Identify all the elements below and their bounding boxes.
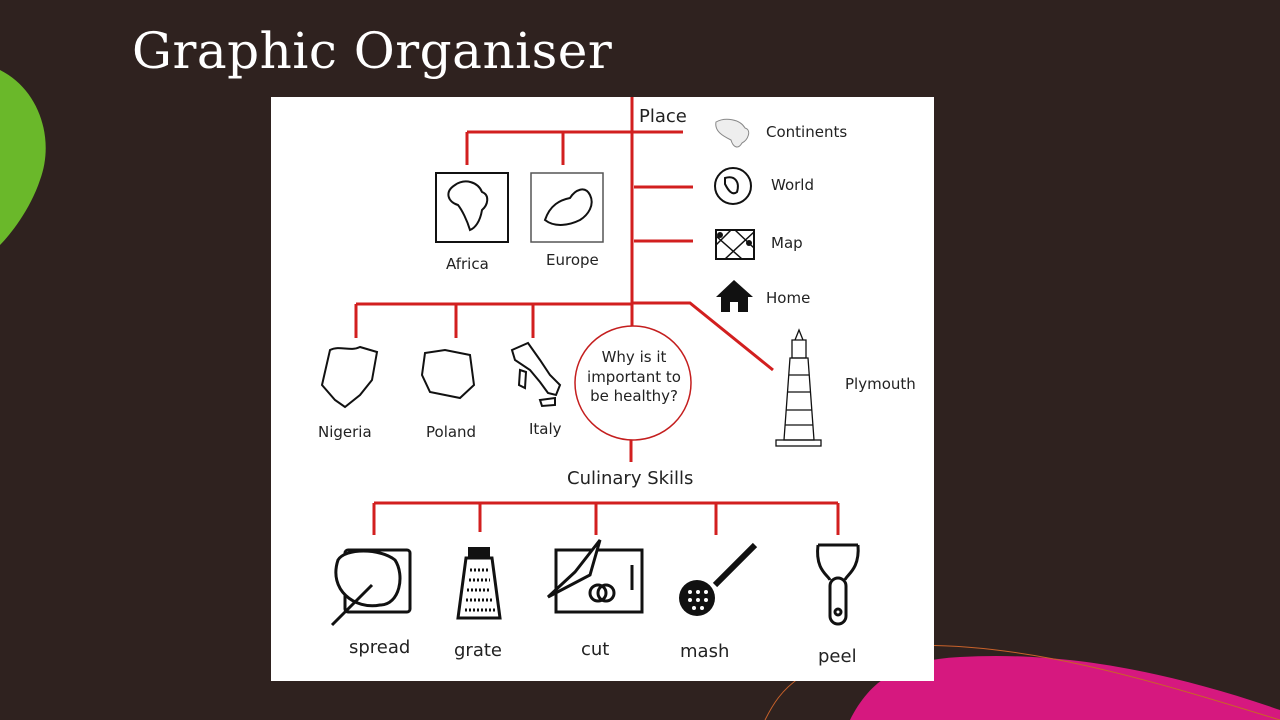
central-question-line-3: be healthy? [590, 387, 678, 405]
orange-arc [764, 644, 1280, 720]
europe-outline-icon [543, 188, 593, 226]
spread-icon [330, 548, 412, 627]
skill-label-mash: mash [680, 641, 729, 662]
masher-icon [679, 542, 758, 616]
place-heading: Place [639, 106, 687, 127]
peeler-icon [816, 543, 860, 626]
country-label-italy: Italy [529, 420, 562, 438]
europe-map-icon [530, 172, 604, 243]
map-icon [715, 229, 755, 260]
grater-icon [456, 547, 502, 620]
connector-lines [354, 97, 840, 535]
country-label-poland: Poland [426, 423, 476, 441]
culinary-heading: Culinary Skills [567, 468, 693, 489]
nigeria-outline-icon [320, 345, 379, 409]
skill-label-spread: spread [349, 637, 410, 658]
slide-title: Graphic Organiser [132, 22, 613, 80]
home-icon [716, 280, 753, 312]
skill-label-cut: cut [581, 639, 609, 660]
continents-icon [715, 118, 750, 148]
country-label-nigeria: Nigeria [318, 423, 372, 441]
pink-decoration [850, 655, 1280, 720]
globe-landmass-icon [724, 176, 739, 195]
continent-label-africa: Africa [446, 255, 489, 273]
africa-map-icon [435, 172, 509, 243]
italy-outline-icon [510, 341, 562, 408]
skill-label-grate: grate [454, 640, 502, 661]
central-question-line-1: Why is it [602, 348, 667, 366]
lighthouse-icon [775, 328, 822, 447]
africa-outline-icon [447, 180, 489, 232]
continent-label-europe: Europe [546, 251, 599, 269]
central-question-line-2: important to [587, 368, 681, 386]
world-globe-icon [714, 167, 752, 205]
green-decoration [0, 70, 46, 245]
cutting-board-knife-icon [546, 539, 644, 614]
skill-label-peel: peel [818, 646, 857, 667]
place-item-continents: Continents [766, 123, 847, 141]
central-question-circle [574, 325, 692, 441]
place-item-map: Map [771, 234, 803, 252]
place-item-home: Home [766, 289, 810, 307]
local-label-plymouth: Plymouth [845, 375, 916, 393]
place-item-world: World [771, 176, 814, 194]
poland-outline-icon [420, 348, 476, 400]
